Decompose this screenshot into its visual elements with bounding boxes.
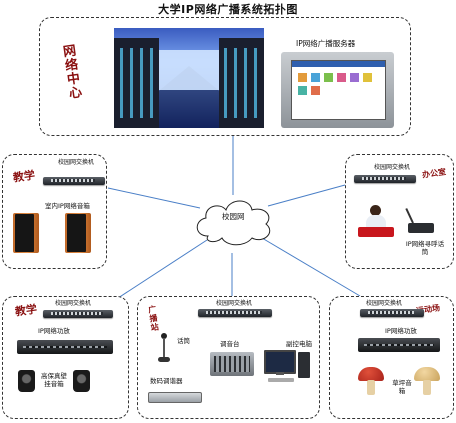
operator-icon — [358, 205, 394, 239]
lawn-speaker-icon-tan — [414, 367, 440, 395]
server-room-photo — [114, 28, 264, 128]
server-label: IP网络广播服务器 — [296, 39, 356, 48]
digital-tuner-icon — [148, 392, 202, 403]
switch-icon-bottom-right — [360, 309, 424, 317]
switch-label-right: 校园网交换机 — [374, 164, 411, 171]
office-seal: 办公室 — [421, 166, 447, 180]
network-center-seal: 网络中心 — [59, 43, 82, 101]
switch-label-bottom-right: 校园网交换机 — [366, 300, 403, 307]
wall-speaker-icon-2 — [73, 370, 90, 392]
ip-amplifier-icon-left — [17, 340, 113, 354]
paging-microphone-label: IP网络寻呼话筒 — [405, 240, 445, 256]
teaching-seal-left: 教学 — [12, 168, 36, 185]
indoor-speaker-icon-1 — [13, 213, 39, 253]
indoor-speaker-icon-2 — [65, 213, 91, 253]
broadcast-station-panel: 广播站 校园网交换机 话筒 调音台 副控电脑 数码调谐器 — [137, 296, 320, 419]
page-title: 大学IP网络广播系统拓扑图 — [158, 3, 298, 16]
network-center-panel: 网络中心 IP网络广播服务器 — [39, 17, 411, 136]
cloud-label: 校园网 — [222, 212, 245, 221]
switch-icon-right — [354, 175, 416, 183]
switch-icon-left — [43, 177, 105, 185]
mixer-label: 调音台 — [220, 340, 240, 348]
link-right-mid — [267, 184, 346, 207]
server-monitor-icon — [281, 52, 394, 128]
wall-speaker-icon-1 — [18, 370, 35, 392]
office-panel: 办公室 校园网交换机 IP网络寻呼话筒 — [345, 154, 454, 269]
switch-icon-bottom-center — [198, 309, 272, 317]
digital-tuner-label: 数码调谐器 — [150, 377, 183, 385]
switch-label-bottom-left: 校园网交换机 — [55, 300, 92, 307]
paging-microphone-icon — [405, 207, 436, 235]
switch-label-bottom-center: 校园网交换机 — [216, 300, 253, 307]
sports-field-panel: 运动场 校园网交换机 IP网络功放 草坪音箱 — [329, 296, 454, 419]
switch-label-left: 校园网交换机 — [58, 159, 95, 166]
indoor-speaker-label: 室内IP网络音箱 — [45, 202, 90, 210]
teaching-panel-left: 教学 校园网交换机 室内IP网络音箱 — [2, 154, 107, 269]
broadcast-station-seal: 广播站 — [147, 304, 161, 333]
ip-amplifier-icon-right — [358, 338, 440, 352]
mixer-icon — [210, 352, 254, 376]
teaching-panel-bottom: 教学 校园网交换机 IP网络功放 高保真壁挂音箱 — [2, 296, 129, 419]
campus-network-cloud — [196, 200, 271, 246]
microphone-icon — [158, 333, 172, 363]
wall-speaker-label: 高保真壁挂音箱 — [41, 372, 67, 388]
lawn-speaker-label: 草坪音箱 — [392, 379, 412, 395]
control-pc-icon — [264, 350, 314, 384]
control-pc-label: 副控电脑 — [286, 340, 312, 348]
lawn-speaker-icon-red — [358, 367, 384, 395]
ip-amplifier-label-left: IP网络功放 — [38, 327, 70, 335]
link-left-mid — [107, 187, 201, 209]
teaching-seal-bottom: 教学 — [14, 302, 38, 319]
ip-amplifier-label-right: IP网络功放 — [385, 327, 417, 335]
link-bottom-left — [114, 239, 208, 301]
link-bottom-right — [261, 237, 361, 297]
switch-icon-bottom-left — [43, 310, 113, 318]
microphone-label: 话筒 — [177, 337, 190, 345]
